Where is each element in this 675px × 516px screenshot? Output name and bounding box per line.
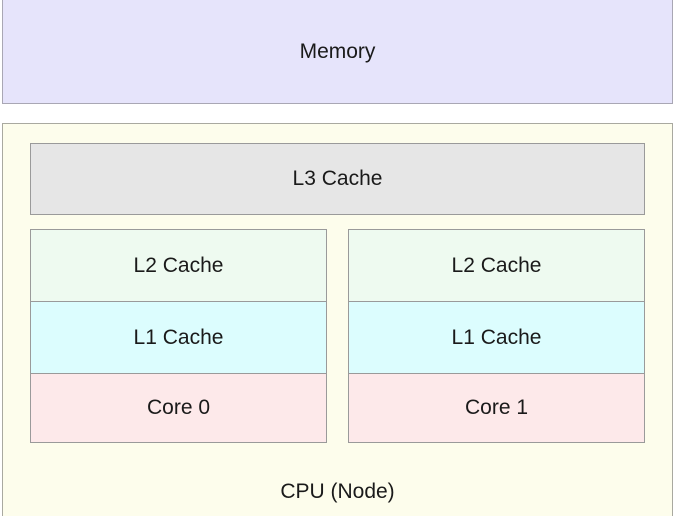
core-1-block: Core 1: [349, 373, 644, 442]
core-0-l2-label: L2 Cache: [133, 253, 224, 277]
core-0-l1-label: L1 Cache: [133, 325, 224, 349]
l3-cache-label: L3 Cache: [292, 167, 383, 190]
core-1-l1-label: L1 Cache: [451, 325, 542, 349]
memory-block: Memory: [2, 0, 673, 104]
core-1-label: Core 1: [464, 396, 529, 419]
memory-label: Memory: [299, 39, 376, 63]
core-0-block: Core 0: [31, 373, 326, 442]
core-0-column: L2 Cache L1 Cache Core 0: [30, 229, 327, 443]
core-1-l2-label: L2 Cache: [451, 253, 542, 277]
l3-cache-block: L3 Cache: [30, 143, 645, 215]
cpu-node-label: CPU (Node): [280, 480, 395, 503]
core-0-l1-cache: L1 Cache: [31, 301, 326, 373]
core-1-l2-cache: L2 Cache: [349, 230, 644, 301]
core-0-label: Core 0: [146, 396, 211, 419]
core-1-column: L2 Cache L1 Cache Core 1: [348, 229, 645, 443]
core-1-l1-cache: L1 Cache: [349, 301, 644, 373]
core-0-l2-cache: L2 Cache: [31, 230, 326, 301]
